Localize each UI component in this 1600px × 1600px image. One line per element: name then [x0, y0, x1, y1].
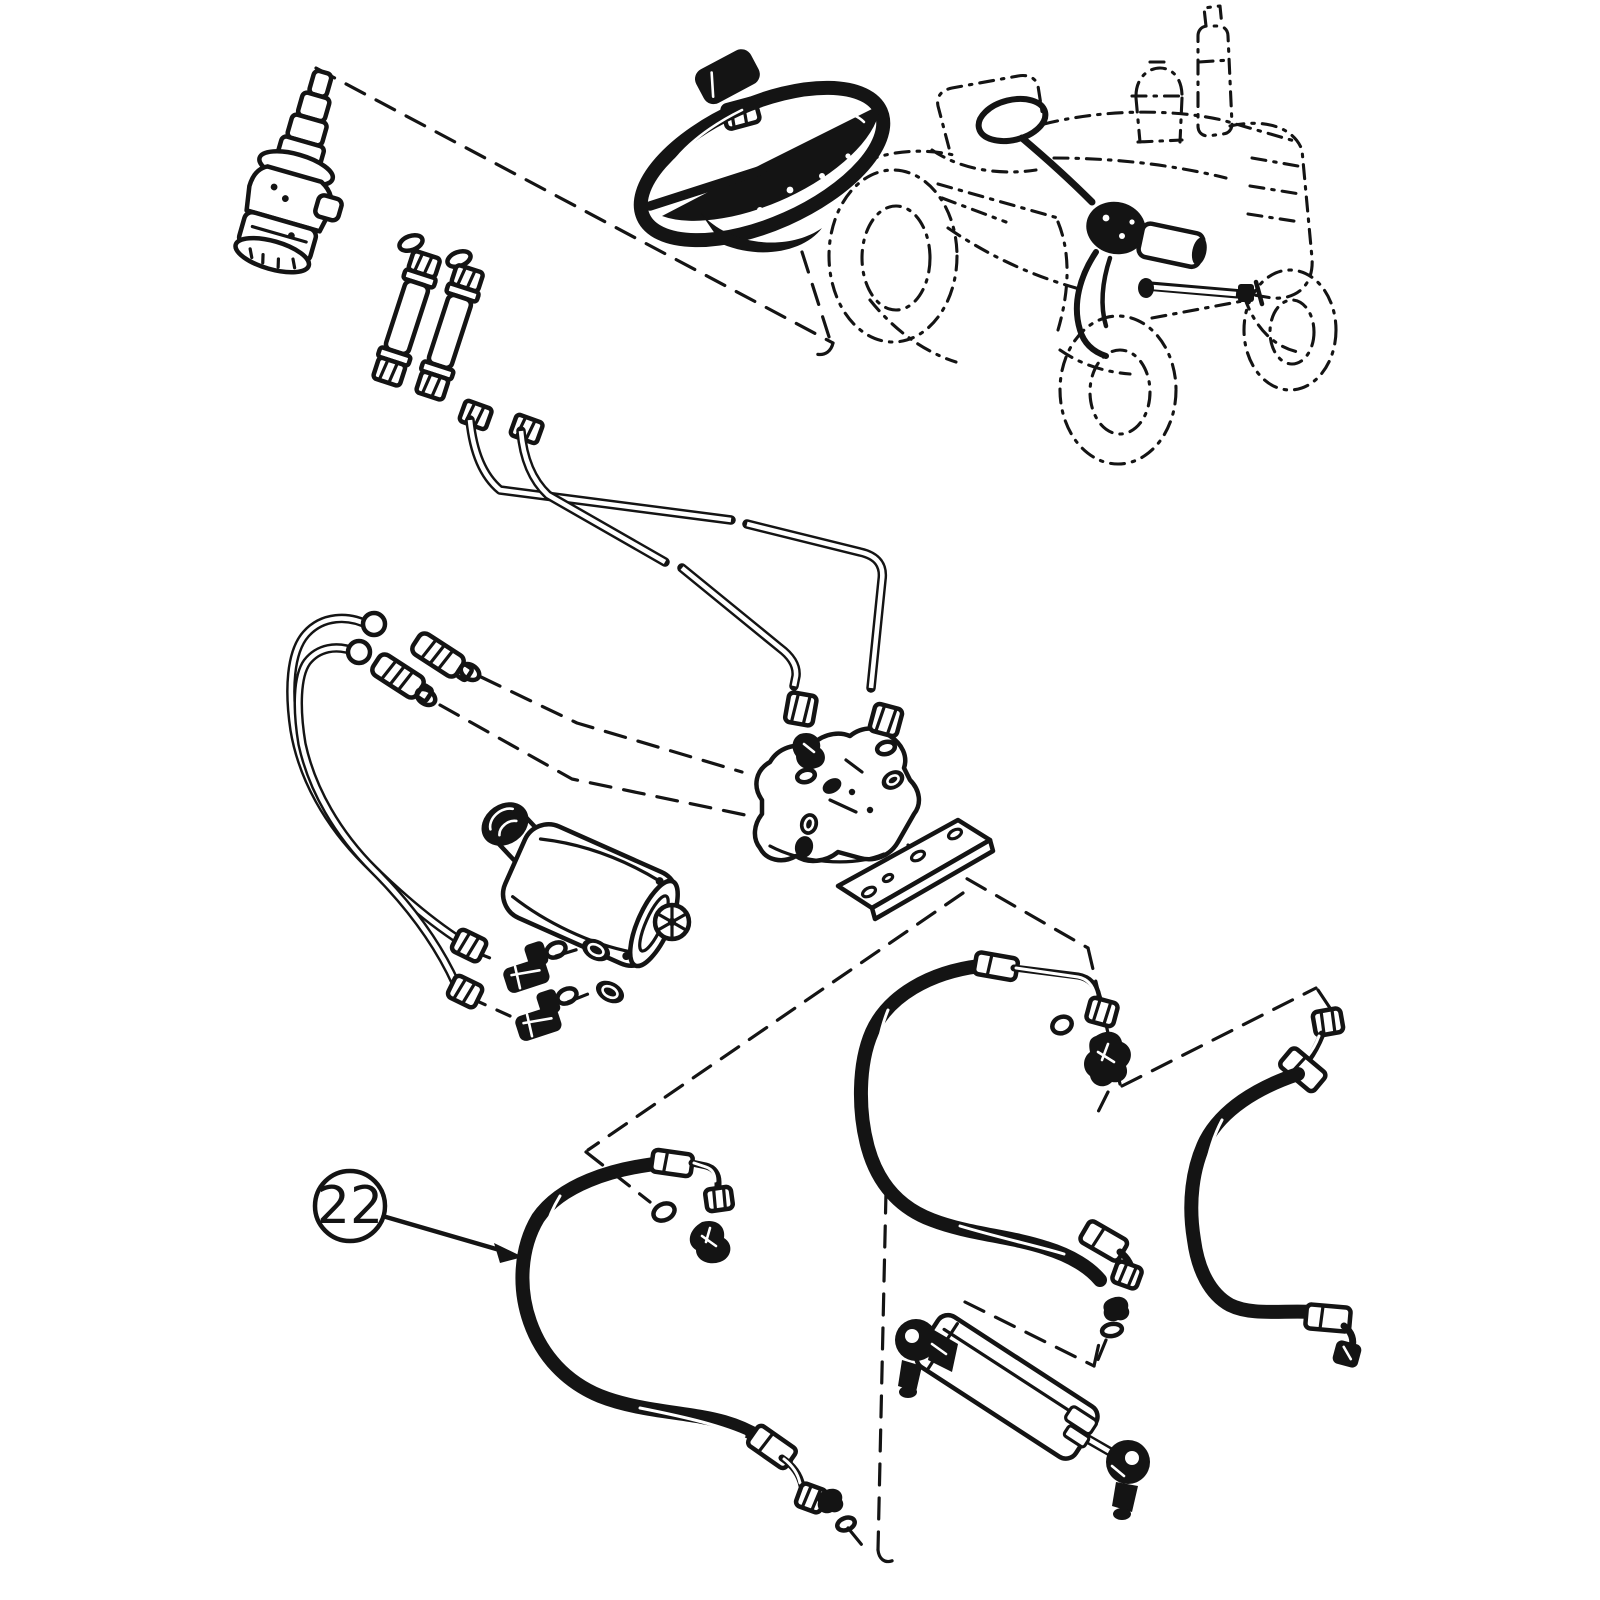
callout-circle[interactable] [312, 1168, 388, 1244]
valve-fittings [782, 690, 905, 785]
pump-elbow-fittings [503, 940, 579, 1041]
callout-arrow-line [383, 1214, 506, 1254]
steel-tube-upper [465, 415, 888, 693]
control-valve [752, 726, 922, 864]
pressure-hose-22 [515, 1147, 857, 1533]
steering-wheel [633, 80, 891, 253]
cylinder-fittings [1099, 1296, 1130, 1339]
steering-valve-assembly [233, 68, 344, 275]
power-steering-pump [481, 802, 692, 1004]
tractor-reference-outline [827, 4, 1338, 466]
right-hose [1184, 1006, 1362, 1368]
steering-wheel-cap [694, 49, 760, 105]
steering-cylinder [895, 1312, 1150, 1520]
tube-connectors [370, 631, 482, 708]
callout-label[interactable]: 22 [317, 1176, 383, 1236]
left-tube-pair [286, 610, 489, 1010]
steel-tube-lower [516, 426, 801, 691]
callout-22[interactable]: 22 [312, 1168, 523, 1263]
flex-hose-lower [414, 263, 485, 402]
installed-steering-system [975, 95, 1265, 359]
callout-arrowhead [494, 1243, 523, 1263]
valve-mounting-plate [835, 817, 996, 922]
flex-hose-upper [371, 249, 442, 388]
middle-hose [853, 950, 1144, 1291]
